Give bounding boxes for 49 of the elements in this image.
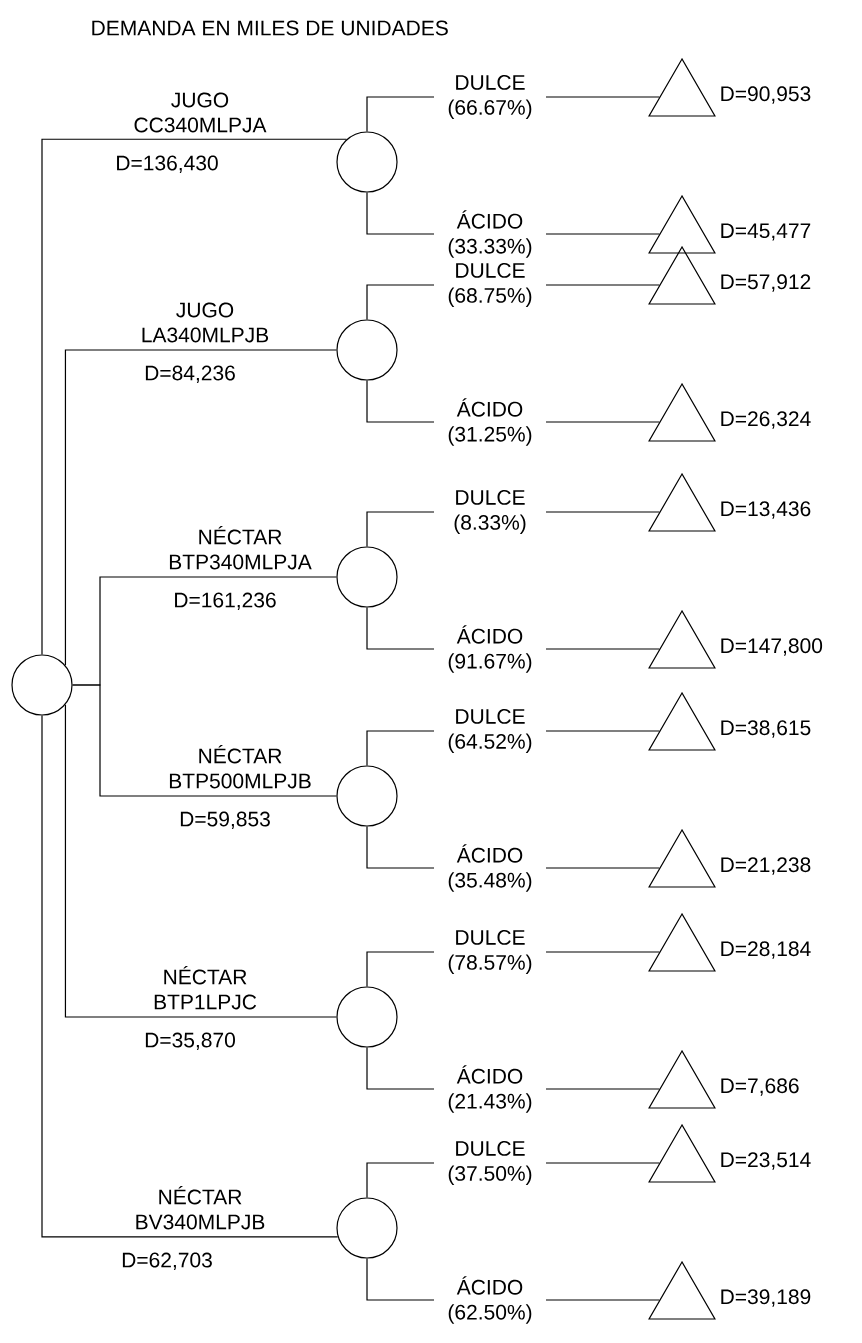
demand-label: D=13,436 (721, 501, 811, 519)
probability-label: ÁCIDO (91.67%) (434, 624, 546, 674)
demand-label: D=38,615 (721, 720, 811, 738)
demand-label: D=90,953 (721, 86, 811, 104)
chance-circle (336, 546, 398, 608)
demand-label: D=39,189 (721, 1289, 811, 1307)
probability-label: ÁCIDO (33.33%) (434, 209, 546, 259)
demand-label: D=45,477 (721, 223, 811, 241)
chance-circle (336, 131, 398, 193)
chance-circle (336, 765, 398, 827)
probability-label: DULCE (78.57%) (434, 929, 546, 975)
product-label: NÉCTAR BTP340MLPJA (169, 526, 312, 570)
demand-label: D=28,184 (721, 941, 811, 959)
branch-line (41, 715, 339, 1238)
probability-label: DULCE (68.75%) (434, 262, 546, 308)
probability-label: ÁCIDO (62.50%) (434, 1275, 546, 1325)
branch-line (64, 704, 337, 1018)
probability-label: ÁCIDO (31.25%) (434, 397, 546, 447)
demand-label: D=84,236 (145, 365, 235, 383)
decision-circle (11, 654, 73, 716)
demand-label: D=23,514 (721, 1152, 811, 1170)
demand-label: D=21,238 (721, 857, 811, 875)
product-label: JUGO LA340MLPJB (142, 302, 269, 343)
title: DEMANDA EN MILES DE UNIDADES (92, 20, 448, 36)
product-label: NÉCTAR BV340MLPJB (136, 1186, 265, 1230)
product-label: JUGO CC340MLPJA (134, 92, 267, 133)
demand-label: D=59,853 (180, 811, 270, 829)
probability-label: DULCE (64.52%) (434, 708, 546, 754)
demand-label: D=26,324 (721, 411, 811, 429)
branch-line (41, 138, 348, 655)
probability-label: DULCE (66.67%) (434, 74, 546, 120)
demand-label: D=147,800 (721, 638, 823, 656)
probability-label: ÁCIDO (35.48%) (434, 843, 546, 893)
probability-label: ÁCIDO (21.43%) (434, 1064, 546, 1114)
demand-label: D=7,686 (721, 1078, 799, 1096)
branch-line (72, 684, 337, 797)
product-label: NÉCTAR BTP1LPJC (154, 966, 257, 1010)
demand-label: D=136,430 (117, 155, 218, 173)
demand-label: D=57,912 (721, 274, 811, 292)
chance-circle (336, 319, 398, 381)
branch-line (64, 349, 337, 666)
demand-label: D=62,703 (122, 1252, 212, 1270)
chance-circle (336, 1197, 398, 1259)
product-label: NÉCTAR BTP500MLPJB (169, 745, 311, 789)
probability-label: DULCE (37.50%) (434, 1140, 546, 1186)
probability-label: DULCE (8.33%) (434, 489, 546, 535)
demand-label: D=35,870 (145, 1032, 235, 1050)
demand-label: D=161,236 (175, 592, 276, 610)
chance-circle (336, 986, 398, 1048)
